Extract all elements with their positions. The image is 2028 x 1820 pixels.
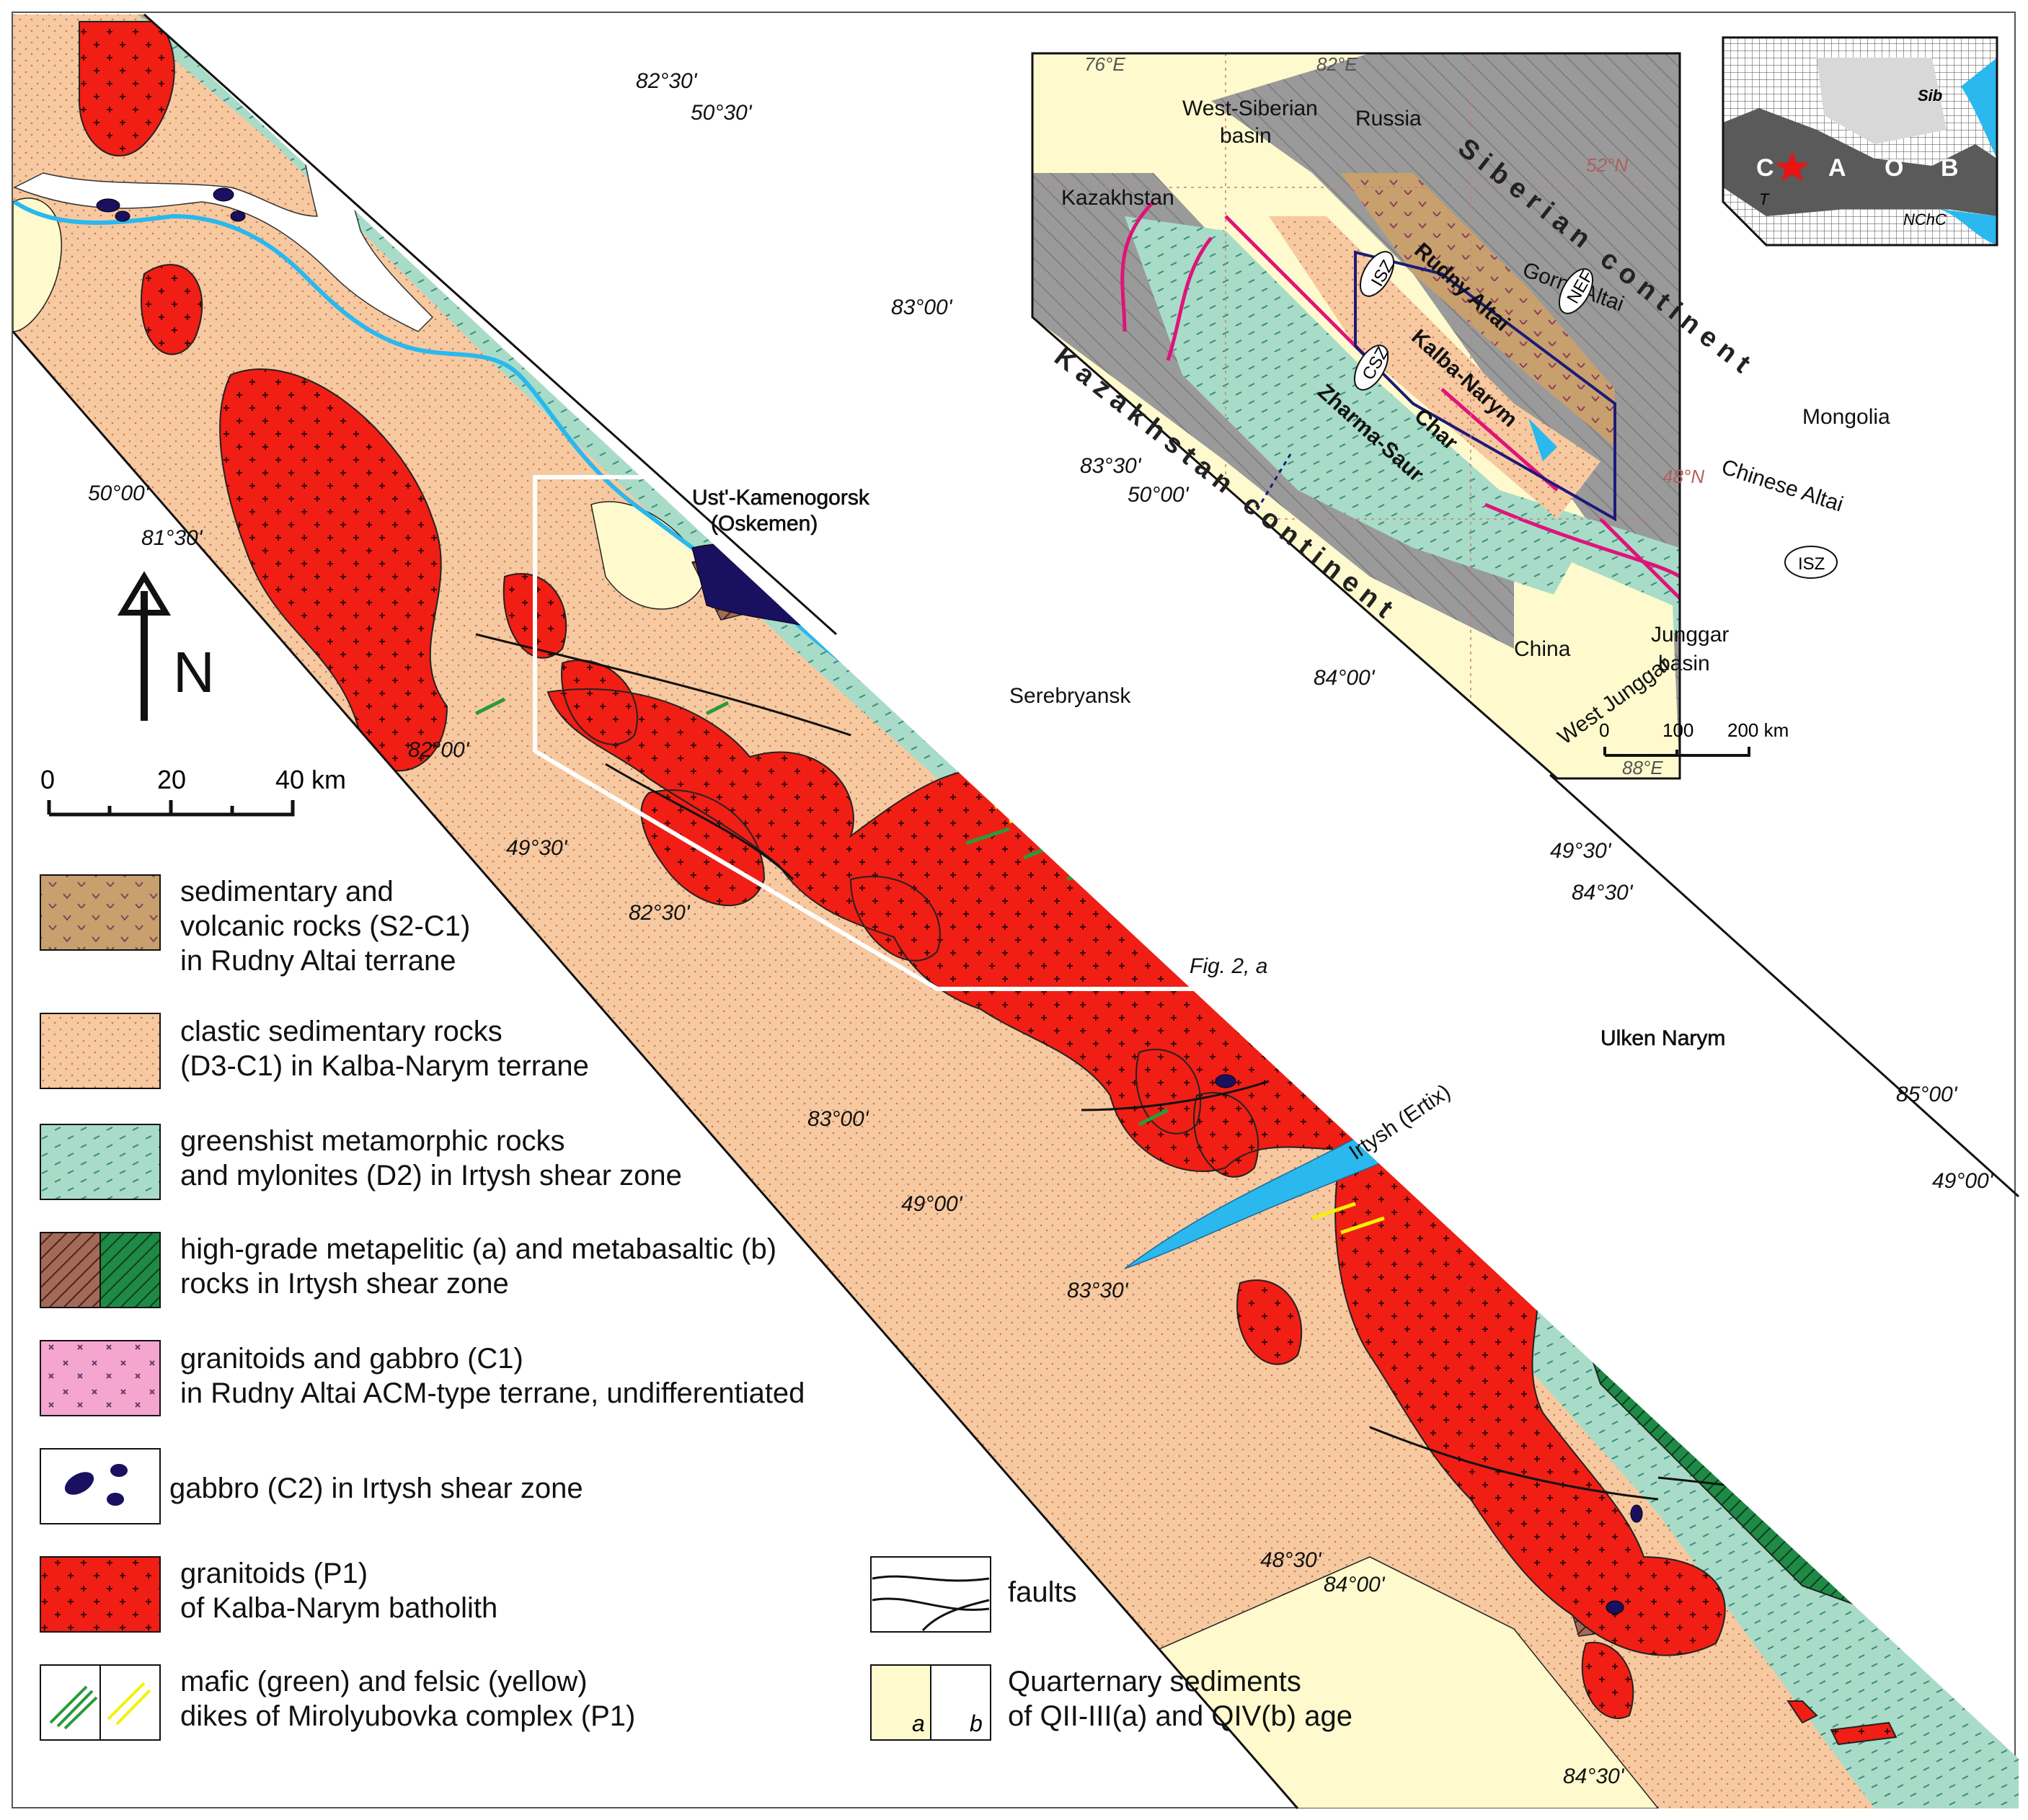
legend-2-l2: (D3-C1) in Kalba-Narym terrane: [180, 1050, 589, 1082]
coord-84-00-top: 84°00': [1314, 666, 1376, 690]
coord-50-00-left: 50°00': [88, 481, 150, 505]
inset-russia: Russia: [1355, 107, 1422, 130]
coord-49-30-left: 49°30': [506, 836, 568, 860]
inset-48n: 48°N: [1662, 466, 1704, 487]
inset-wsb1: West-Siberian: [1182, 97, 1318, 120]
inset-mongolia: Mongolia: [1802, 405, 1890, 429]
map-frame: [12, 12, 2016, 1808]
inset-kazakhstan: Kazakhstan: [1061, 186, 1174, 210]
legend-q-b: b: [970, 1710, 983, 1736]
coord-83-00-top: 83°00': [891, 296, 953, 319]
north-arrow: N: [117, 571, 215, 721]
coord-83-00-lower: 83°00': [807, 1107, 869, 1131]
legend-6-l1: gabbro (C2) in Irtysh shear zone: [169, 1473, 583, 1504]
legend-4-l2: rocks in Irtysh shear zone: [180, 1268, 509, 1300]
legend-3-l1: greenshist metamorphic rocks: [180, 1125, 565, 1157]
quaternary-sediments: [13, 197, 1732, 1808]
legend-2-l1: clastic sedimentary rocks: [180, 1016, 502, 1047]
coord-48-30: 48°30': [1260, 1548, 1322, 1572]
inset-scale-200: 200 km: [1727, 719, 1789, 741]
coord-83-30-lower: 83°30': [1067, 1279, 1129, 1302]
fig-label: Fig. 2, a: [1190, 954, 1267, 978]
locator-sib: Sib: [1918, 86, 1942, 105]
legend-1-l3: in Rudny Altai terrane: [180, 945, 456, 977]
coord-85-00: 85°00': [1896, 1083, 1958, 1106]
locator-t: T: [1759, 190, 1770, 208]
scale-40: 40 km: [275, 765, 346, 794]
coord-50-30: 50°30': [691, 101, 753, 125]
inset-82e: 82°E: [1316, 53, 1358, 75]
inset-china: China: [1514, 637, 1571, 661]
coord-82-30: 82°30': [636, 69, 698, 93]
legend-3-l2: and mylonites (D2) in Irtysh shear zone: [180, 1160, 682, 1191]
legend-1-l1: sedimentary and: [180, 876, 394, 907]
legend-8-l2: dikes of Mirolyubovka complex (P1): [180, 1700, 635, 1732]
legend-8-l1: mafic (green) and felsic (yellow): [180, 1666, 588, 1697]
coord-84-00-lower: 84°00': [1324, 1573, 1386, 1597]
coord-82-00: 82°00': [408, 738, 470, 762]
place-ust: Ust'-Kamenogorsk: [692, 486, 870, 510]
inset-junggar2: basin: [1658, 652, 1710, 675]
coord-81-30: 81°30': [141, 526, 203, 550]
legend-faults: faults: [1008, 1576, 1077, 1608]
coord-84-30-top: 84°30': [1572, 881, 1634, 905]
locator-a: A: [1828, 154, 1846, 182]
locator-o: O: [1885, 154, 1903, 182]
locator-c: C: [1756, 154, 1774, 182]
inset-scale-100: 100: [1662, 719, 1693, 741]
legend-5-l1: granitoids and gabbro (C1): [180, 1343, 523, 1375]
legend-7-l1: granitoids (P1): [180, 1558, 368, 1589]
coord-84-30-lower: 84°30': [1563, 1764, 1625, 1788]
legend-q1: Quarternary sediments: [1008, 1666, 1301, 1697]
inset-scale-0: 0: [1599, 719, 1609, 741]
irtysh-shear-zone: [137, 14, 2019, 1808]
place-serebryansk: Serebryansk: [1009, 684, 1131, 708]
coord-82-30-lower: 82°30': [629, 901, 691, 925]
inset-88e: 88°E: [1622, 757, 1663, 778]
place-ulken: Ulken Narym: [1600, 1026, 1725, 1050]
legend-q2: of QII-III(a) and QIV(b) age: [1008, 1700, 1352, 1732]
north-label: N: [173, 640, 215, 704]
coord-49-00-left: 49°00': [901, 1192, 963, 1216]
scale-0: 0: [40, 765, 55, 794]
inset-wsb2: basin: [1220, 124, 1272, 148]
scale-bar: 0 20 40 km: [40, 765, 346, 817]
coord-83-30-top: 83°30': [1080, 454, 1142, 478]
inset-52n: 52°N: [1586, 154, 1628, 176]
legend-5-l2: in Rudny Altai ACM-type terrane, undiffe…: [180, 1377, 805, 1409]
location-star-icon: [1775, 151, 1810, 182]
locator-map: Sib C A O B T NChC: [1722, 36, 1998, 247]
locator-b: B: [1941, 154, 1959, 182]
inset-chinese: Chinese Altai: [1719, 455, 1846, 516]
legend-7-l2: of Kalba-Narym batholith: [180, 1592, 497, 1624]
coord-49-00-right: 49°00': [1932, 1169, 1994, 1193]
inset-76e: 76°E: [1084, 53, 1125, 75]
legend-1-l2: volcanic rocks (S2-C1): [180, 910, 470, 942]
legend-4-l1: high-grade metapelitic (a) and metabasal…: [180, 1233, 776, 1265]
inset-junggar1: Junggar: [1651, 623, 1729, 647]
town-ulken-narym: [1633, 1052, 1649, 1067]
place-irtysh: Irtysh (Ertix): [1345, 1080, 1454, 1165]
legend: sedimentary and volcanic rocks (S2-C1) i…: [40, 874, 1352, 1741]
inset-isz-2: ISZ: [1798, 554, 1825, 574]
coord-49-30-right: 49°30': [1550, 839, 1612, 863]
scale-20: 20: [157, 765, 186, 794]
place-oskemen: (Oskemen): [711, 512, 818, 536]
town-serebryansk: [1019, 710, 1035, 726]
locator-nchc: NChC: [1903, 210, 1947, 228]
legend-q-a: a: [912, 1710, 925, 1736]
coord-50-00-right: 50°00': [1128, 483, 1190, 507]
